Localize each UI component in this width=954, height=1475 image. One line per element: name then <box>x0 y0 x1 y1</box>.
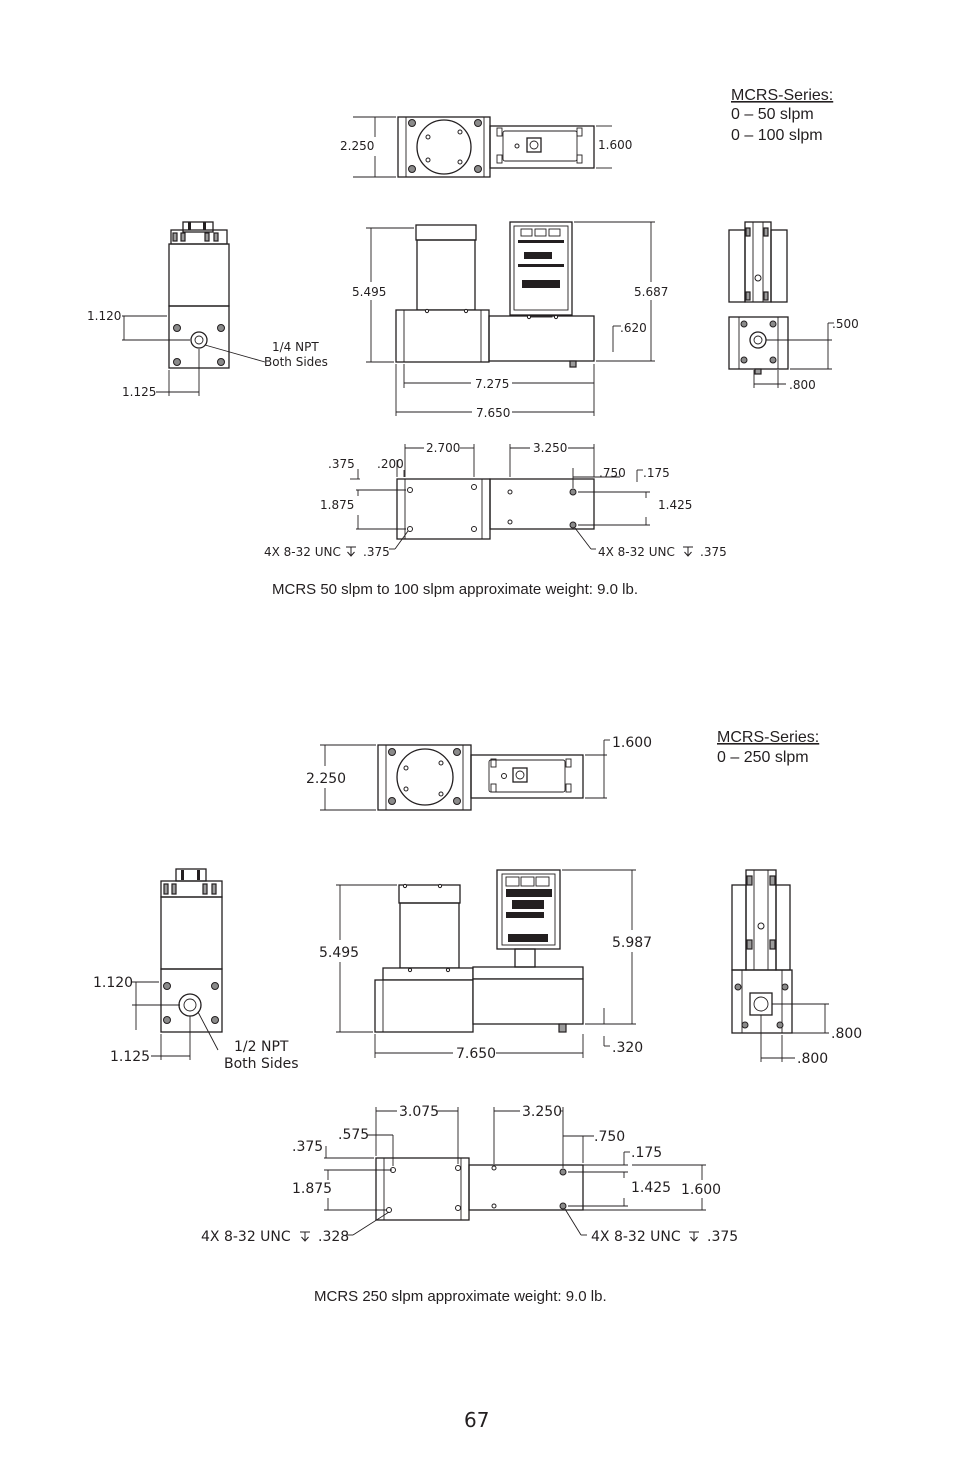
side-view-left: 1.120 1.125 1/4 NPT Both Sides <box>87 221 328 399</box>
hole-callout-right-depth-bottom: .375 <box>707 1229 738 1245</box>
dim-bottom-g-250: .175 <box>631 1145 662 1161</box>
bottom-view: 2.700 3.250 .200 .375 1.875 .750 .175 1.… <box>264 441 727 559</box>
hole-callout-left-top: 4X 8-32 UNC <box>264 545 341 559</box>
dim-front-base: .620 <box>620 321 647 335</box>
dim-bottom-d: .200 <box>377 457 404 471</box>
weight-note-bottom: MCRS 250 slpm approximate weight: 9.0 lb… <box>314 1288 607 1305</box>
series-title-top: MCRS-Series: <box>731 87 833 104</box>
front-view: 5.495 5.687 .620 7.275 7.650 <box>352 221 668 420</box>
hole-callout-left-depth-top: .375 <box>363 545 390 559</box>
drawing-bottom: MCRS-Series: 0 – 250 slpm 2.250 1.600 <box>93 729 862 1305</box>
hole-callout-left-depth-bottom: .328 <box>318 1229 349 1245</box>
dim-end-port-height-250: .800 <box>831 1026 862 1042</box>
dim-front-height-body: 5.495 <box>352 285 386 299</box>
dim-side-port-offset: 1.125 <box>122 385 156 399</box>
dim-end-port-height: .500 <box>832 317 859 331</box>
dim-bottom-c-250: .375 <box>292 1139 323 1155</box>
dim-bottom-i-250: 1.600 <box>681 1182 721 1198</box>
dim-front-height-body-250: 5.495 <box>319 945 359 961</box>
dim-front-height-total: 5.687 <box>634 285 668 299</box>
weight-note-top: MCRS 50 slpm to 100 slpm approximate wei… <box>272 581 638 598</box>
dim-bottom-c: .375 <box>328 457 355 471</box>
dim-bottom-e: 1.875 <box>320 498 354 512</box>
dim-bottom-f-250: .750 <box>594 1129 625 1145</box>
dim-top-height: 2.250 <box>340 139 374 153</box>
dim-bottom-h: 1.425 <box>658 498 692 512</box>
dim-side-port-height: 1.120 <box>87 309 121 323</box>
top-view: 2.250 1.600 <box>340 116 632 178</box>
hole-callout-right-bottom: 4X 8-32 UNC <box>591 1229 681 1245</box>
series-range-50: 0 – 50 slpm <box>731 106 814 123</box>
front-view-250: 5.495 5.987 .320 7.650 <box>319 869 652 1062</box>
end-view-250: .800 .800 <box>731 869 862 1067</box>
top-view-250: 2.250 1.600 <box>306 735 652 811</box>
drawing-top: MCRS-Series: 0 – 50 slpm 0 – 100 slpm 2.… <box>87 87 859 598</box>
dim-top-meter-height-250: 1.600 <box>612 735 652 751</box>
port-label-bottom-1: 1/2 NPT <box>234 1039 289 1055</box>
dim-bottom-a-250: 3.075 <box>399 1104 439 1120</box>
dim-bottom-h-250: 1.425 <box>631 1180 671 1196</box>
series-range-250: 0 – 250 slpm <box>717 749 809 766</box>
dim-bottom-f: .750 <box>599 466 626 480</box>
dim-end-port-offset-250: .800 <box>797 1051 828 1067</box>
dim-front-width-total-250: 7.650 <box>456 1046 496 1062</box>
hole-callout-left-bottom: 4X 8-32 UNC <box>201 1229 291 1245</box>
dim-front-height-total-250: 5.987 <box>612 935 652 951</box>
end-view: .500 .800 <box>728 221 859 392</box>
bottom-view-250: 3.075 3.250 .575 .375 1.875 .750 .175 1.… <box>201 1104 738 1245</box>
dim-side-port-offset-250: 1.125 <box>110 1049 150 1065</box>
dim-front-width-total: 7.650 <box>476 406 510 420</box>
dim-bottom-b-250: 3.250 <box>522 1104 562 1120</box>
dim-top-height-250: 2.250 <box>306 771 346 787</box>
hole-callout-right-depth-top: .375 <box>700 545 727 559</box>
port-label-top-1: 1/4 NPT <box>272 340 319 354</box>
dim-side-port-height-250: 1.120 <box>93 975 133 991</box>
port-label-top-2: Both Sides <box>264 355 328 369</box>
dim-bottom-b: 3.250 <box>533 441 567 455</box>
dim-end-port-offset: .800 <box>789 378 816 392</box>
dim-top-meter-height: 1.600 <box>598 138 632 152</box>
hole-callout-right-top: 4X 8-32 UNC <box>598 545 675 559</box>
dim-bottom-g: .175 <box>643 466 670 480</box>
dim-bottom-e-250: 1.875 <box>292 1181 332 1197</box>
dim-bottom-a: 2.700 <box>426 441 460 455</box>
dim-front-base-250: .320 <box>612 1040 643 1056</box>
series-range-100: 0 – 100 slpm <box>731 127 823 144</box>
dim-front-width-inner: 7.275 <box>475 377 509 391</box>
port-label-bottom-2: Both Sides <box>224 1056 299 1072</box>
side-view-left-250: 1.120 1.125 1/2 NPT Both Sides <box>93 868 299 1072</box>
page-number: 67 <box>464 1408 489 1432</box>
series-title-bottom: MCRS-Series: <box>717 729 819 746</box>
dim-bottom-d-250: .575 <box>338 1127 369 1143</box>
